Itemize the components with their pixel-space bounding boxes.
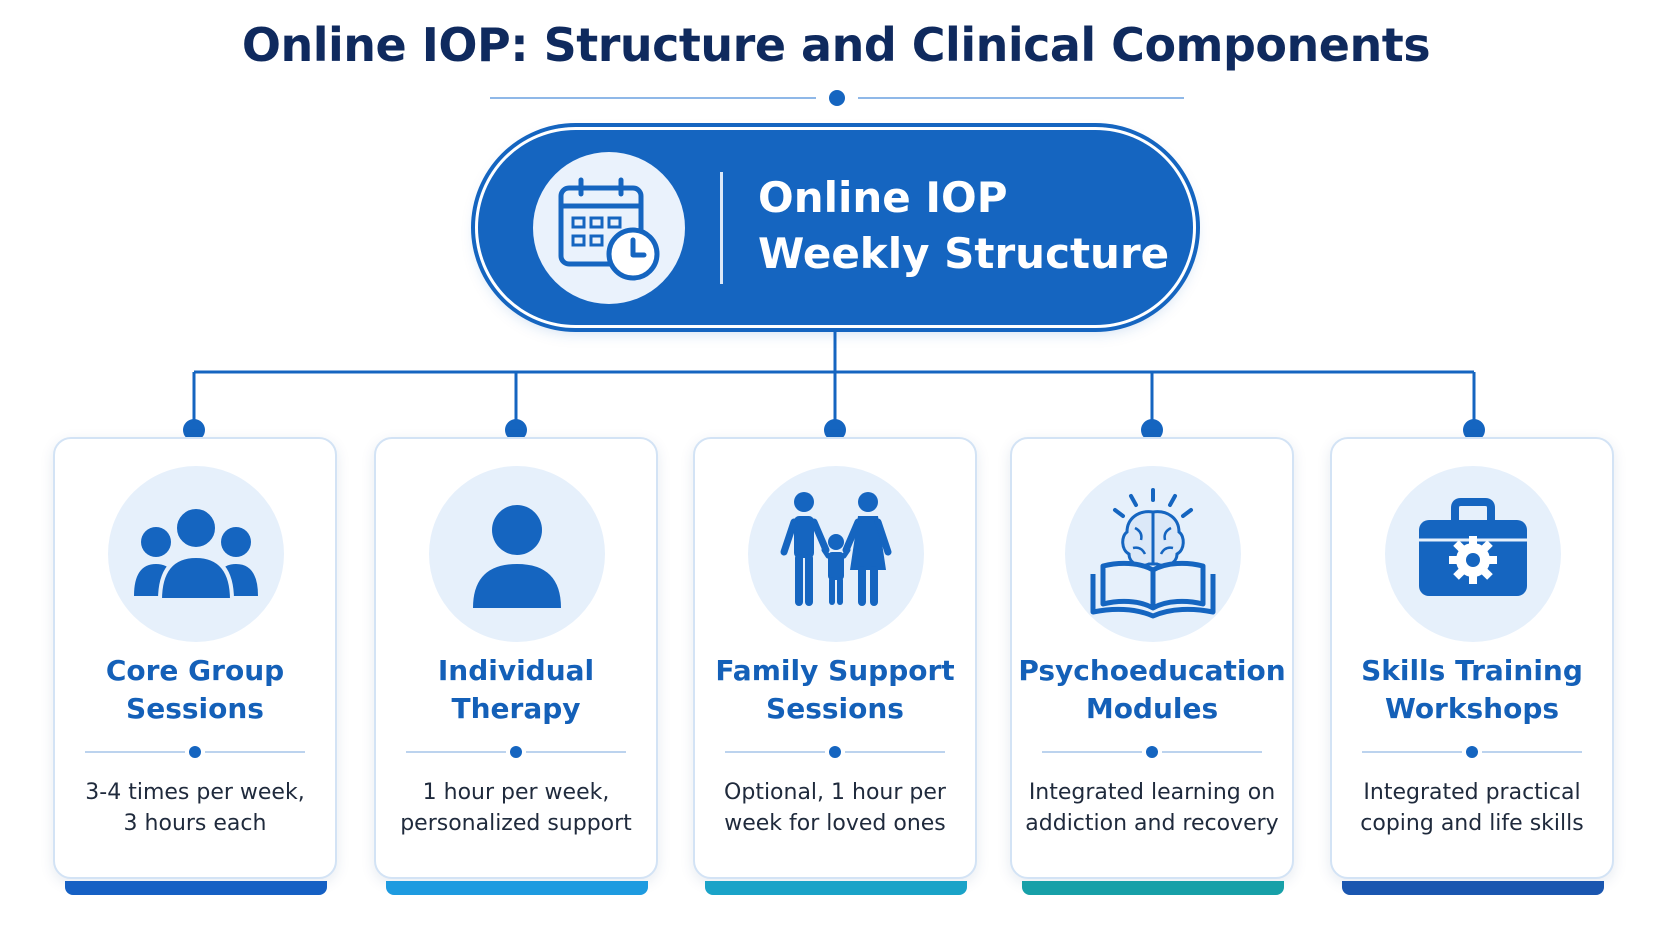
- card-desc-line: personalized support: [400, 811, 632, 836]
- card-title: Core Group Sessions: [55, 652, 335, 728]
- card-title-line: Sessions: [766, 692, 904, 725]
- calendar-clock-icon: [558, 177, 660, 281]
- card-icon-circle: [429, 466, 605, 642]
- card-icon-circle: [748, 466, 924, 642]
- card-desc-line: addiction and recovery: [1025, 811, 1279, 836]
- group-people-icon: [134, 505, 258, 602]
- card-title: Family Support Sessions: [695, 652, 975, 728]
- card-title: Individual Therapy: [376, 652, 656, 728]
- hub-separator: [720, 172, 723, 284]
- card-title-line: Skills Training: [1361, 654, 1583, 687]
- card-description: Integrated practical coping and life ski…: [1332, 777, 1612, 839]
- card-desc-line: 1 hour per week,: [422, 780, 610, 805]
- card-title-line: Therapy: [451, 692, 581, 725]
- card-description: 1 hour per week, personalized support: [376, 777, 656, 839]
- card-psychoeducation-modules: Psychoeducation Modules Integrated learn…: [1010, 437, 1294, 895]
- card-divider: [1042, 746, 1262, 758]
- card-desc-line: coping and life skills: [1360, 811, 1584, 836]
- card-accent-bar: [1022, 881, 1284, 895]
- card-desc-line: Integrated learning on: [1028, 780, 1276, 805]
- card-accent-bar: [386, 881, 648, 895]
- card-description: 3-4 times per week, 3 hours each: [55, 777, 335, 839]
- card-divider: [406, 746, 626, 758]
- card-title-line: Workshops: [1384, 692, 1560, 725]
- card-divider: [85, 746, 305, 758]
- card-desc-line: 3 hours each: [123, 811, 267, 836]
- hub-weekly-structure: Online IOP Weekly Structure: [478, 130, 1193, 325]
- card-title-line: Modules: [1085, 692, 1219, 725]
- card-description: Optional, 1 hour per week for loved ones: [695, 777, 975, 839]
- card-desc-line: Integrated practical: [1363, 780, 1581, 805]
- title-divider-dot: [829, 90, 845, 106]
- card-icon-circle: [108, 466, 284, 642]
- card-title-line: Psychoeducation: [1018, 654, 1286, 687]
- card-divider: [725, 746, 945, 758]
- card-title: Psychoeducation Modules: [1012, 652, 1292, 728]
- connector-dot: [505, 419, 527, 441]
- card-skills-training-workshops: Skills Training Workshops Integrated pra…: [1330, 437, 1614, 895]
- toolbox-gear-icon: [1419, 498, 1527, 596]
- card-title-line: Family Support: [715, 654, 955, 687]
- hub-title-line: Online IOP: [758, 173, 1008, 222]
- card-title-line: Individual: [437, 654, 595, 687]
- hub-icon-circle: [533, 152, 685, 304]
- card-title-line: Sessions: [126, 692, 264, 725]
- family-icon: [780, 492, 892, 606]
- card-description: Integrated learning on addiction and rec…: [1012, 777, 1292, 839]
- hub-title: Online IOP Weekly Structure: [758, 170, 1178, 282]
- connector-dot: [824, 419, 846, 441]
- card-divider: [1362, 746, 1582, 758]
- brain-book-icon: [1090, 488, 1216, 619]
- person-icon: [473, 505, 561, 608]
- card-icon-circle: [1065, 466, 1241, 642]
- card-accent-bar: [1342, 881, 1604, 895]
- connector-dot: [1463, 419, 1485, 441]
- card-individual-therapy: Individual Therapy 1 hour per week, pers…: [374, 437, 658, 895]
- connector-dot: [1141, 419, 1163, 441]
- card-accent-bar: [705, 881, 967, 895]
- hub-title-line: Weekly Structure: [758, 229, 1170, 278]
- card-desc-line: 3-4 times per week,: [85, 780, 305, 805]
- card-family-support-sessions: Family Support Sessions Optional, 1 hour…: [693, 437, 977, 895]
- card-title-line: Core Group: [105, 654, 285, 687]
- connector-dot: [183, 419, 205, 441]
- card-desc-line: week for loved ones: [724, 811, 946, 836]
- card-title: Skills Training Workshops: [1332, 652, 1612, 728]
- card-accent-bar: [65, 881, 327, 895]
- page-title: Online IOP: Structure and Clinical Compo…: [241, 18, 1431, 72]
- card-core-group-sessions: Core Group Sessions 3-4 times per week, …: [53, 437, 337, 895]
- card-icon-circle: [1385, 466, 1561, 642]
- title-divider: [490, 88, 1184, 108]
- card-desc-line: Optional, 1 hour per: [724, 780, 946, 805]
